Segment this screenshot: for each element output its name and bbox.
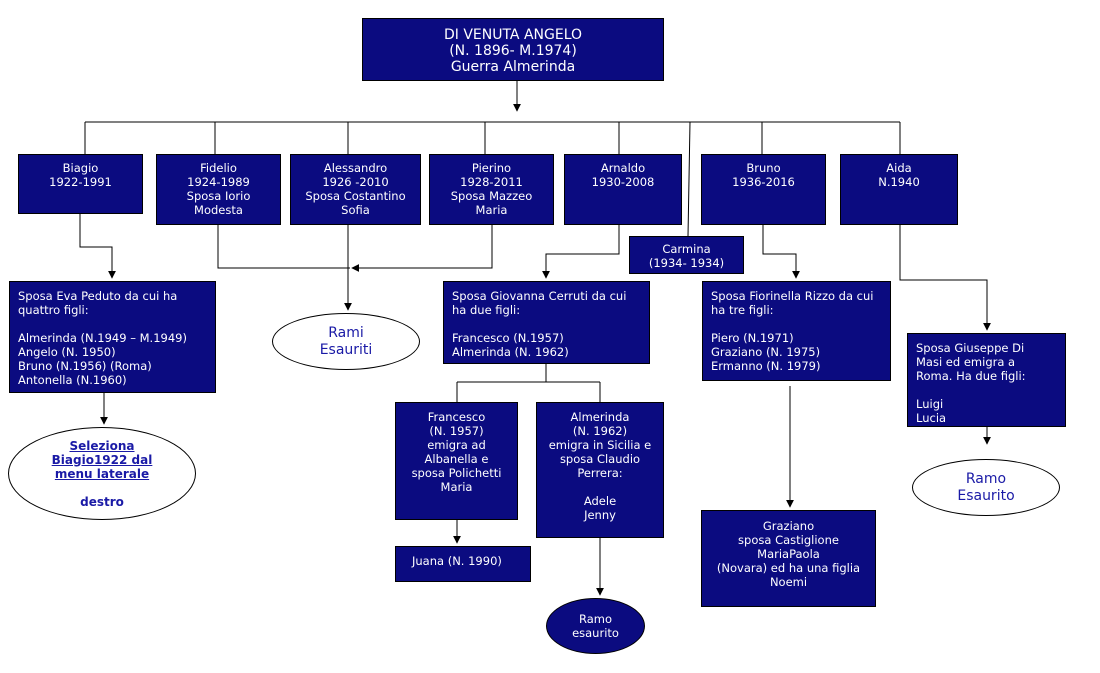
select-biagio-note: Seleziona Biagio1922 dal menu laterale d… <box>52 425 153 523</box>
child-fidelio-box: Fidelio 1924-1989 Sposa Iorio Modesta <box>156 154 281 225</box>
spouse-aida-box: Sposa Giuseppe Di Masi ed emigra a Roma.… <box>907 333 1066 427</box>
rami-esauriti-label: Rami Esauriti <box>319 324 373 358</box>
ramo-esaurito-almerinda-label: Ramo esaurito <box>572 612 619 640</box>
spouse-biagio-box: Sposa Eva Peduto da cui ha quattro figli… <box>9 281 216 393</box>
child-alessandro-box: Alessandro 1926 -2010 Sposa Costantino S… <box>290 154 421 225</box>
child-aida-box: Aida N.1940 <box>840 154 958 225</box>
select-biagio-link-suffix: destro <box>80 494 124 509</box>
ramo-esaurito-aida-ellipse: Ramo Esaurito <box>912 459 1060 516</box>
child-pierino-box: Pierino 1928-2011 Sposa Mazzeo Maria <box>429 154 554 225</box>
child-biagio-box: Biagio 1922-1991 <box>18 154 143 214</box>
root-person-box: DI VENUTA ANGELO (N. 1896- M.1974) Guerr… <box>362 18 664 81</box>
select-biagio-link[interactable]: Seleziona Biagio1922 dal menu laterale <box>51 438 153 481</box>
child-carmina-box: Carmina (1934- 1934) <box>629 236 744 274</box>
rami-esauriti-ellipse: Rami Esauriti <box>272 313 420 370</box>
child-arnaldo-box: Arnaldo 1930-2008 <box>564 154 682 225</box>
grandchild-graziano-box: Graziano sposa Castiglione MariaPaola (N… <box>701 510 876 607</box>
grandchild-francesco-box: Francesco (N. 1957) emigra ad Albanella … <box>395 402 518 520</box>
grandchild-almerinda-box: Almerinda (N. 1962) emigra in Sicilia e … <box>536 402 664 538</box>
spouse-arnaldo-box: Sposa Giovanna Cerruti da cui ha due fig… <box>443 281 650 364</box>
great-grandchild-juana-box: Juana (N. 1990) <box>395 546 531 582</box>
child-bruno-box: Bruno 1936-2016 <box>701 154 826 225</box>
select-biagio-ellipse: Seleziona Biagio1922 dal menu laterale d… <box>8 427 196 520</box>
ramo-esaurito-aida-label: Ramo Esaurito <box>957 470 1015 504</box>
ramo-esaurito-almerinda-ellipse: Ramo esaurito <box>546 598 645 654</box>
spouse-bruno-box: Sposa Fiorinella Rizzo da cui ha tre fig… <box>702 281 891 381</box>
